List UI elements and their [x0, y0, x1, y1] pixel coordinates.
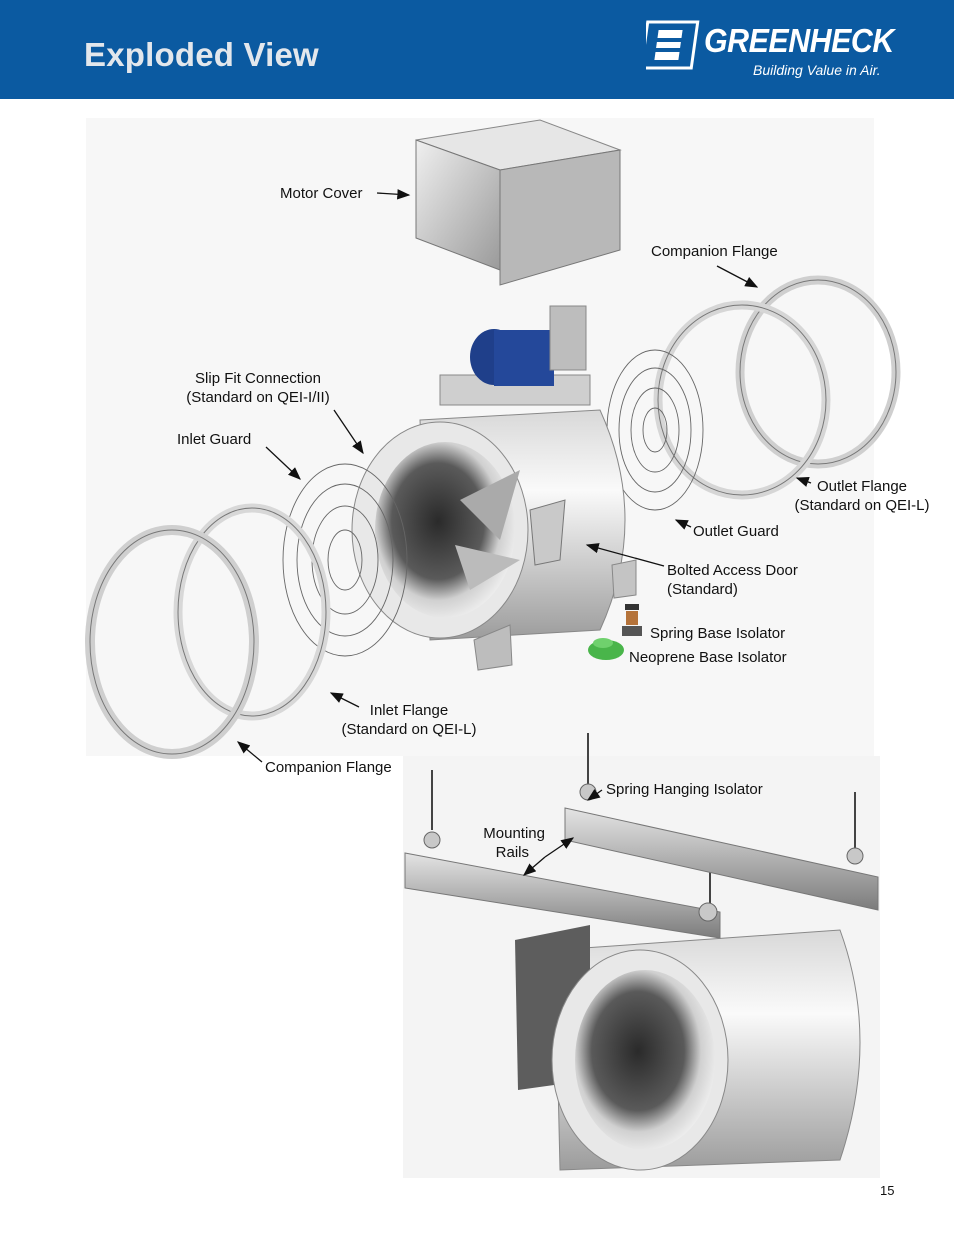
fan-housing [351, 305, 637, 671]
label-spring-hanging-isolator: Spring Hanging Isolator [606, 781, 763, 798]
label-outlet-flange: Outlet Flange (Standard on QEI-L) [786, 477, 938, 515]
page-header: Exploded View GREENHECK Building Value i… [0, 0, 954, 99]
inlet-guard [282, 463, 408, 657]
greenheck-logo-mark-icon [646, 20, 700, 70]
label-mounting-rails: Mounting Rails [470, 824, 545, 862]
spring-base-isolator-icon [622, 604, 642, 636]
label-outlet-flange-line2: (Standard on QEI-L) [794, 497, 930, 514]
label-companion-flange-top: Companion Flange [651, 243, 778, 260]
brand-tagline: Building Value in Air. [753, 62, 881, 78]
label-outlet-guard: Outlet Guard [693, 523, 779, 540]
hung-fan-assembly [404, 733, 879, 1171]
callout-arrows [237, 189, 812, 876]
page-number: 15 [880, 1183, 895, 1198]
outlet-flanges [653, 275, 901, 500]
label-inlet-flange: Inlet Flange (Standard on QEI-L) [330, 701, 488, 739]
label-companion-flange-bottom: Companion Flange [265, 759, 392, 776]
label-slip-fit: Slip Fit Connection (Standard on QEI-I/I… [170, 369, 346, 407]
outlet-guard [606, 349, 704, 511]
brand-name: GREENHECK [704, 22, 894, 59]
greenheck-logo: GREENHECK Building Value in Air. [646, 18, 906, 82]
label-spring-base-isolator: Spring Base Isolator [650, 625, 786, 642]
label-neoprene-base-isolator: Neoprene Base Isolator [629, 649, 787, 666]
label-slip-fit-line1: Slip Fit Connection [195, 370, 321, 387]
inlet-flanges [85, 503, 331, 759]
page-title: Exploded View [84, 36, 319, 73]
label-inlet-guard: Inlet Guard [177, 431, 252, 448]
label-access-door: Bolted Access Door (Standard) [667, 561, 798, 599]
label-outlet-flange-line1: Outlet Flange [816, 478, 908, 495]
label-access-door-line2: (Standard) [667, 581, 738, 598]
label-mounting-rails-line2: Rails [495, 844, 529, 861]
label-access-door-line1: Bolted Access Door [667, 562, 798, 579]
neoprene-base-isolator-icon [588, 638, 624, 660]
motor-cover [415, 119, 622, 286]
label-slip-fit-line2: (Standard on QEI-I/II) [186, 389, 330, 406]
label-inlet-flange-line2: (Standard on QEI-L) [341, 721, 477, 738]
label-motor-cover: Motor Cover [280, 185, 363, 202]
label-inlet-flange-line1: Inlet Flange [369, 702, 449, 719]
label-mounting-rails-line1: Mounting [483, 825, 545, 842]
